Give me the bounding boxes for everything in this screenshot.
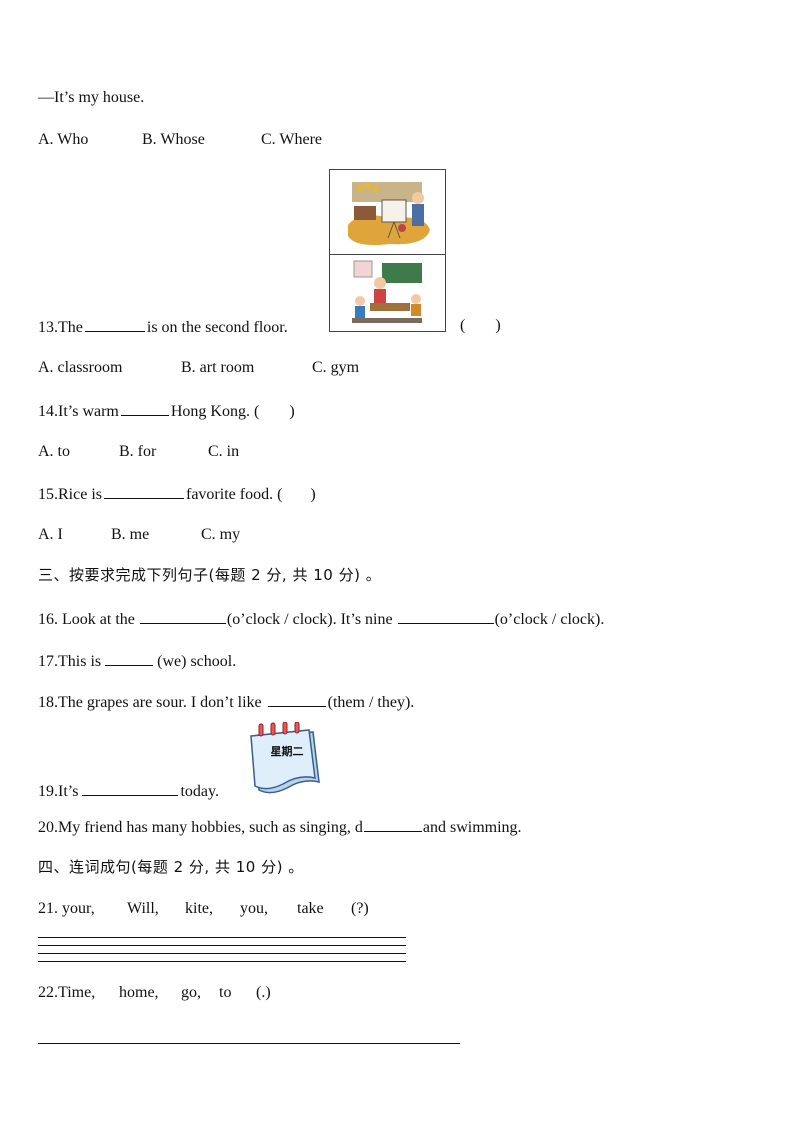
q16-text-before: 16. Look at the <box>38 611 135 628</box>
q14-paren-close: ) <box>289 403 295 420</box>
q16-text-mid: (o’clock / clock). It’s nine <box>226 611 393 628</box>
calendar-icon: 星期二 <box>250 722 320 794</box>
q17-text-before: 17.This is <box>38 653 102 670</box>
q12-option-c: C. Where <box>261 131 323 148</box>
q21-word: kite, <box>185 900 213 917</box>
q13-answer-blank[interactable] <box>84 316 145 332</box>
q13-question: 13.The is on the second floor. <box>38 316 288 338</box>
q13-answer-paren[interactable]: () <box>460 316 501 336</box>
q21-writing-line[interactable] <box>38 961 406 962</box>
q21-word: you, <box>240 900 268 917</box>
q15-answer-blank[interactable] <box>104 483 184 499</box>
q22-word: (.) <box>256 984 271 1001</box>
q21-word: (?) <box>351 900 369 917</box>
section-3-heading: 三、按要求完成下列句子(每题 2 分, 共 10 分) 。 <box>38 566 382 584</box>
q21-writing-line[interactable] <box>38 945 406 946</box>
q21-word: Will, <box>127 900 159 917</box>
q14-options: A. to B. for C. in <box>38 442 239 462</box>
q20-answer-blank[interactable] <box>363 816 422 832</box>
q21-word: 21. your, <box>38 900 95 917</box>
q13-text-before: 13.The <box>38 319 83 336</box>
q12-option-b: B. Whose <box>142 131 205 148</box>
q16-answer-blank-2[interactable] <box>397 608 494 624</box>
q18-text-after: (them / they). <box>327 694 415 711</box>
q22-word: home, <box>119 984 159 1001</box>
q15-text-after: favorite food. ( <box>186 486 283 503</box>
q14-option-a: A. to <box>38 443 70 460</box>
q15-text-before: 15.Rice is <box>38 486 102 503</box>
q15-question: 15.Rice is favorite food. () <box>38 483 316 505</box>
q16-text-after: (o’clock / clock). <box>494 611 605 628</box>
q12-options: A. Who B. Whose C. Where <box>38 130 322 150</box>
q14-option-c: C. in <box>208 443 240 460</box>
q14-answer-blank[interactable] <box>120 400 169 416</box>
q18-text-before: 18.The grapes are sour. I don’t like <box>38 694 262 711</box>
q13-options: A. classroom B. art room C. gym <box>38 358 359 378</box>
q16-answer-blank-1[interactable] <box>139 608 226 624</box>
q18-question: 18.The grapes are sour. I don’t like (the… <box>38 691 414 713</box>
q12-answer-line: —It’s my house. <box>38 89 145 106</box>
q22-word: go, <box>181 984 201 1001</box>
q14-question: 14.It’s warm Hong Kong. () <box>38 400 295 422</box>
q13-option-b: B. art room <box>181 359 255 376</box>
q20-text-after: and swimming. <box>422 819 522 836</box>
q20-question: 20.My friend has many hobbies, such as s… <box>38 816 522 838</box>
q17-answer-blank[interactable] <box>105 650 154 666</box>
q13-option-c: C. gym <box>312 359 360 376</box>
q17-text-after: (we) school. <box>157 653 237 670</box>
q13-option-a: A. classroom <box>38 359 123 376</box>
q22-writing-line[interactable] <box>38 1043 460 1044</box>
q14-text-after: Hong Kong. ( <box>170 403 260 420</box>
q19-text-before: 19.It’s <box>38 783 79 800</box>
q19-answer-blank[interactable] <box>82 780 179 796</box>
q21-writing-line[interactable] <box>38 953 406 954</box>
q21-word: take <box>297 900 324 917</box>
q18-answer-blank[interactable] <box>267 691 326 707</box>
q15-options: A. I B. me C. my <box>38 525 240 545</box>
q21-words: 21. your, Will, kite, you, take (?) <box>38 899 369 919</box>
q15-option-c: C. my <box>201 526 241 543</box>
q22-word: to <box>219 984 232 1001</box>
q22-words: 22.Time, home, go, to (.) <box>38 983 271 1003</box>
q14-text-before: 14.It’s warm <box>38 403 119 420</box>
art-room-illustration <box>348 182 430 245</box>
section-4-heading: 四、连词成句(每题 2 分, 共 10 分) 。 <box>38 858 304 876</box>
q16-question: 16. Look at the (o’clock / clock). It’s n… <box>38 608 604 630</box>
q12-option-a: A. Who <box>38 131 89 148</box>
q13-paren-open: ( <box>460 317 466 334</box>
q13-picture-frame <box>329 169 446 332</box>
q17-question: 17.This is (we) school. <box>38 650 236 672</box>
classroom-illustration <box>352 260 422 323</box>
q19-text-after: today. <box>180 783 219 800</box>
q20-text-before: 20.My friend has many hobbies, such as s… <box>38 819 363 836</box>
q13-paren-close: ) <box>495 317 501 334</box>
q14-option-b: B. for <box>119 443 157 460</box>
calendar-weekday-text: 星期二 <box>271 744 304 758</box>
q15-option-a: A. I <box>38 526 63 543</box>
q15-paren-close: ) <box>310 486 316 503</box>
q19-question: 19.It’s today. <box>38 780 219 802</box>
q15-option-b: B. me <box>111 526 150 543</box>
q13-text-after: is on the second floor. <box>146 319 288 336</box>
q21-writing-line[interactable] <box>38 937 406 938</box>
q22-word: 22.Time, <box>38 984 96 1001</box>
